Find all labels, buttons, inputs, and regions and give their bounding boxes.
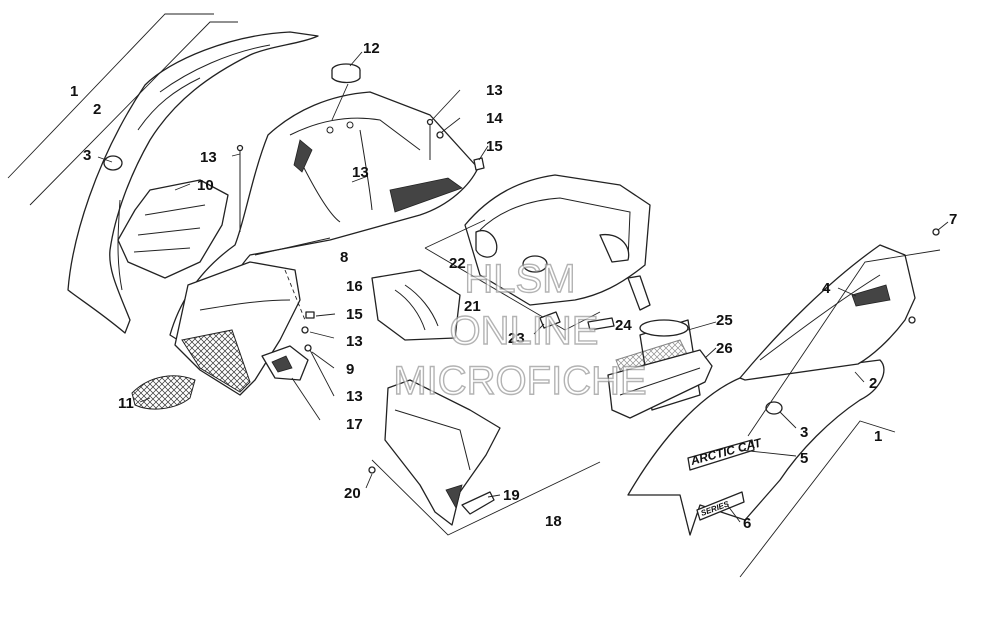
label-20: 20 — [344, 485, 361, 502]
label-19: 19 — [503, 487, 520, 504]
console-tray — [464, 174, 651, 306]
label-18: 18 — [545, 513, 562, 530]
label-22: 22 — [449, 255, 466, 272]
label-13-a: 13 — [200, 149, 217, 166]
leader-18 — [371, 459, 601, 536]
label-8: 8 — [340, 249, 348, 266]
label-3-right: 3 — [800, 424, 808, 441]
watermark-line-3: MICROFICHE — [393, 359, 646, 403]
left-side-panel — [67, 31, 319, 334]
label-7: 7 — [949, 211, 957, 228]
fasteners-left — [236, 144, 376, 474]
right-side-panel: ARCTIC CAT SERIES — [627, 228, 940, 536]
label-15-b: 15 — [346, 306, 363, 323]
label-15-a: 15 — [486, 138, 503, 155]
cylinder-cover — [607, 349, 713, 419]
watermark: HLSM ONLINE MICROFICHE — [393, 256, 648, 403]
leader-2-left — [29, 21, 238, 206]
headlight-bracket — [261, 345, 309, 381]
label-3-left: 3 — [83, 147, 91, 164]
inner-duct — [117, 179, 229, 279]
front-mesh-grille — [131, 375, 196, 410]
label-10: 10 — [197, 177, 214, 194]
lower-front-bracket — [384, 379, 501, 526]
label-11: 11 — [118, 395, 134, 412]
label-4: 4 — [822, 280, 831, 297]
vent-button-left — [103, 155, 123, 171]
leader-1-left — [7, 13, 214, 179]
label-5: 5 — [800, 450, 808, 467]
leader-1-right — [739, 420, 896, 578]
label-26: 26 — [716, 340, 733, 357]
label-2-right: 2 — [869, 375, 877, 392]
label-1-left: 1 — [70, 83, 78, 100]
watermark-line-1: HLSM — [464, 257, 575, 301]
label-13-d: 13 — [346, 333, 363, 350]
label-16: 16 — [346, 278, 363, 295]
label-21: 21 — [464, 298, 481, 315]
fuel-cap-grommet — [331, 63, 361, 84]
heat-shield — [371, 269, 461, 341]
straps-and-clips — [539, 275, 651, 331]
label-17: 17 — [346, 416, 363, 433]
label-2-left: 2 — [93, 101, 101, 118]
label-25: 25 — [716, 312, 733, 329]
label-14: 14 — [486, 110, 503, 127]
watermark-line-2: ONLINE — [450, 309, 599, 353]
label-23: 23 — [508, 330, 525, 347]
part-number-labels: 1 2 3 10 12 13 13 13 14 15 7 4 8 22 16 2… — [70, 40, 957, 532]
fasteners-top-right — [426, 118, 485, 171]
reflector-pad — [461, 491, 495, 515]
label-24: 24 — [615, 317, 632, 334]
label-9: 9 — [346, 361, 354, 378]
label-13-e: 13 — [346, 388, 363, 405]
label-13-c: 13 — [486, 82, 503, 99]
label-13-b: 13 — [352, 164, 369, 181]
label-1-right: 1 — [874, 428, 882, 445]
label-6: 6 — [743, 515, 751, 532]
label-12: 12 — [363, 40, 380, 57]
